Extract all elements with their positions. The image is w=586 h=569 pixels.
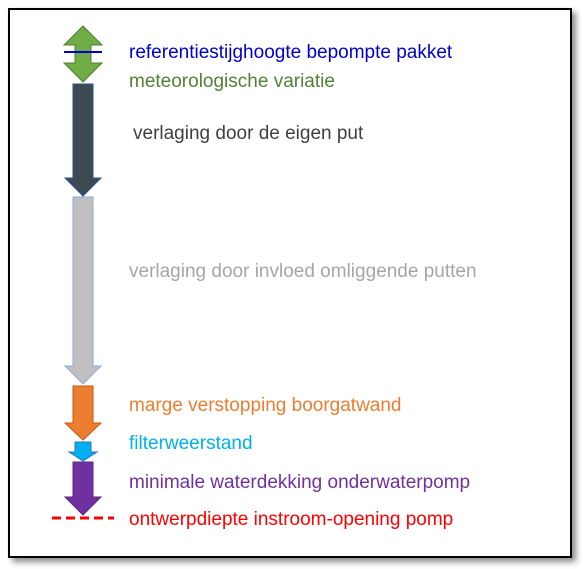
label-design-depth: ontwerpdiepte instroom-opening pomp bbox=[129, 509, 454, 530]
diagram-frame bbox=[8, 8, 572, 558]
label-filter: filterweerstand bbox=[129, 433, 253, 454]
coverage-arrow bbox=[63, 461, 103, 516]
clogging-arrow bbox=[63, 385, 103, 441]
label-meteo: meteorologische variatie bbox=[129, 71, 335, 92]
label-clogging: marge verstopping boorgatwand bbox=[129, 395, 402, 416]
label-reference: referentiestijghoogte bepompte pakket bbox=[129, 42, 453, 63]
surrounding-wells-arrow bbox=[63, 196, 103, 385]
own-well-arrow bbox=[63, 83, 103, 197]
filter-arrow bbox=[67, 441, 99, 462]
label-own-well: verlaging door de eigen put bbox=[133, 123, 364, 144]
label-coverage: minimale waterdekking onderwaterpomp bbox=[129, 472, 471, 493]
label-surrounding: verlaging door invloed omliggende putten bbox=[129, 261, 477, 282]
meteo-double-arrow bbox=[62, 25, 104, 83]
